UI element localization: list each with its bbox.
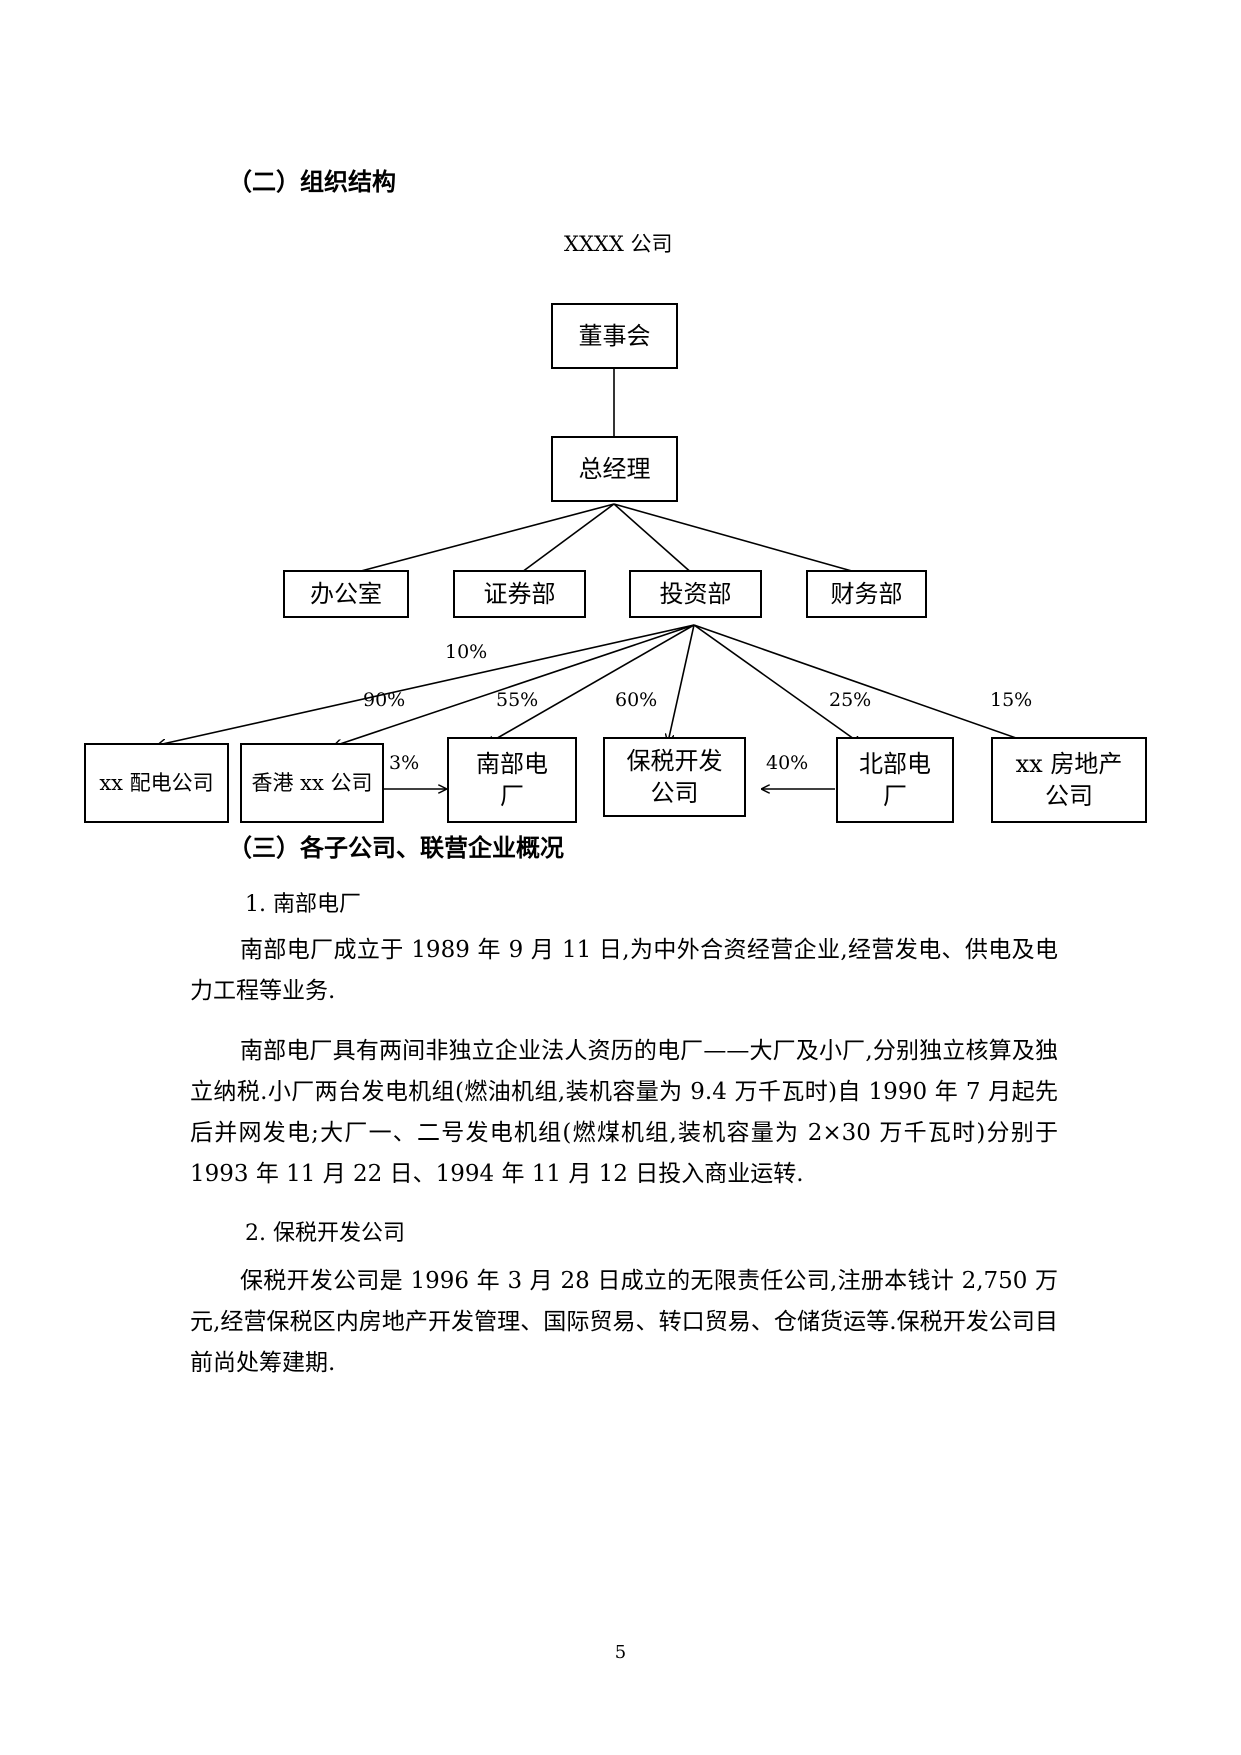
pct-label-25: 25% <box>829 689 872 711</box>
pct-label-40: 40% <box>766 752 809 774</box>
pct-label-55: 55% <box>496 689 539 711</box>
arrow-invest-hongkong <box>334 624 695 746</box>
org-box-securities-dept: 证券部 <box>453 570 586 618</box>
line-gm-investment <box>613 503 695 576</box>
pct-label-60: 60% <box>615 689 658 711</box>
pct-label-3: 3% <box>389 752 420 774</box>
pct-label-10: 10% <box>445 641 488 663</box>
org-box-hongkong-xx: 香港 xx 公司 <box>240 743 384 823</box>
org-box-xx-peidian: xx 配电公司 <box>84 743 229 823</box>
org-box-board: 董事会 <box>551 303 678 369</box>
paragraph-nanbu-2: 南部电厂具有两间非独立企业法人资历的电厂——大厂及小厂,分别独立核算及独立纳税.… <box>190 1038 1058 1187</box>
org-box-xx-real-estate: xx 房地产公司 <box>991 737 1147 823</box>
arrow-invest-baoshui <box>668 624 695 742</box>
org-box-general-manager: 总经理 <box>551 436 678 502</box>
arrow-invest-nanbu <box>487 624 695 744</box>
org-box-investment-dept: 投资部 <box>629 570 762 618</box>
pct-label-90: 90% <box>363 689 406 711</box>
org-box-baoshui-dev: 保税开发公司 <box>603 737 746 817</box>
line-gm-finance <box>613 503 867 576</box>
section-heading-subsidiaries: （三）各子公司、联营企业概况 <box>228 833 564 862</box>
org-box-nanbu-plant: 南部电厂 <box>447 737 577 823</box>
arrow-invest-fangdichan <box>693 624 1036 745</box>
pct-label-15: 15% <box>990 689 1033 711</box>
arrow-invest-peidian <box>158 624 695 745</box>
line-gm-office <box>345 503 615 576</box>
paragraph-nanbu-1: 南部电厂成立于 1989 年 9 月 11 日,为中外合资经营企业,经营发电、供… <box>190 937 1058 1004</box>
subsection-title-nanbu: 1. 南部电厂 <box>245 892 361 917</box>
org-chart-title: XXXX 公司 <box>564 232 673 256</box>
org-box-office: 办公室 <box>283 570 409 618</box>
line-gm-securities <box>517 503 615 576</box>
org-box-beibu-plant: 北部电厂 <box>836 737 954 823</box>
arrow-invest-beibu <box>693 624 861 744</box>
org-box-finance-dept: 财务部 <box>806 570 927 618</box>
section-heading-org-structure: （二）组织结构 <box>228 167 396 196</box>
page-number: 5 <box>614 1642 627 1663</box>
org-chart-connectors <box>0 368 1241 840</box>
subsection-title-baoshui: 2. 保税开发公司 <box>245 1221 405 1246</box>
paragraph-baoshui-1: 保税开发公司是 1996 年 3 月 28 日成立的无限责任公司,注册本钱计 2… <box>190 1268 1058 1376</box>
